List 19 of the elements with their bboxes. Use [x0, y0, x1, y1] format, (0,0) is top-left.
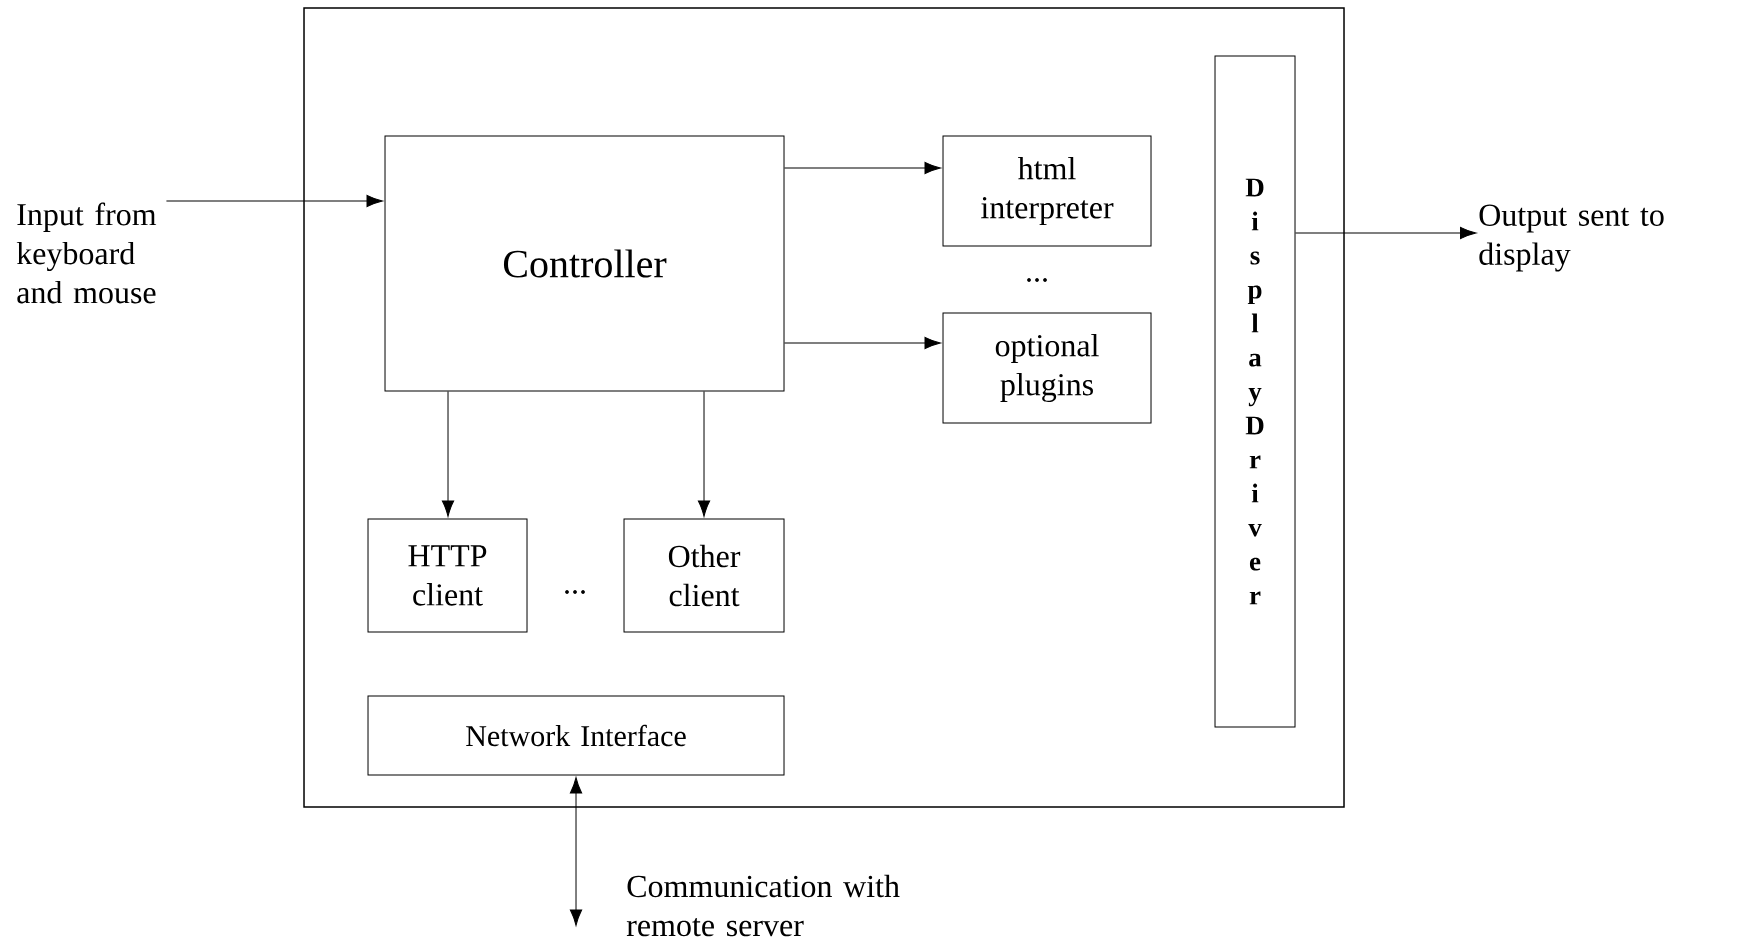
client-box: Other client [623, 518, 785, 633]
interpreter-box: html interpreter [942, 135, 1152, 247]
output-text: Output sent to display [1479, 204, 1664, 272]
arrow [784, 336, 941, 350]
ellipsis-label: ... [1027, 278, 1047, 282]
edge-label: Communication with remote server [626, 874, 900, 937]
arrow [697, 391, 711, 517]
arrow [569, 777, 583, 926]
driver-box: Display Driver [1214, 55, 1296, 728]
input-text: Input from keyboard and mouse [16, 202, 157, 304]
arrow [441, 391, 455, 517]
interface-box: Network Interface [367, 695, 785, 776]
arrow [784, 161, 941, 175]
ellipsis-label: ... [565, 590, 585, 594]
plugins-box: optional plugins [942, 312, 1152, 424]
arrow [1295, 226, 1477, 240]
arrow [165, 194, 383, 208]
client-box: HTTP client [367, 518, 528, 633]
controller-box: Controller [384, 135, 785, 392]
